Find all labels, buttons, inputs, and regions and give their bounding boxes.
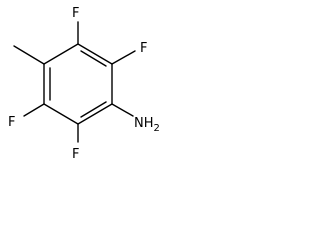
f-bottom-left-label: F [8,115,15,130]
bond-to-f-top-right [111,50,136,65]
ring-bond-top-upper-right [77,43,113,65]
chemical-structure: F F F NH2 F [8,6,160,162]
ring-bond-lower-right-bottom [77,103,113,125]
bond-to-amine [111,103,134,117]
ring-double-bond-bottom-right [80,101,107,118]
amine-label: NH2 [134,116,160,134]
bond-to-f-bottom-left [23,103,45,117]
bond-to-methyl [13,45,45,65]
f-top-left-label: F [72,6,79,21]
f-bottom-label: F [72,147,79,162]
ring-double-bond-top-right [80,50,107,67]
ring-bond-upper-left-top [43,43,79,65]
ring-bond-bottom-lower-left [43,103,79,125]
f-top-right-label: F [140,41,147,56]
